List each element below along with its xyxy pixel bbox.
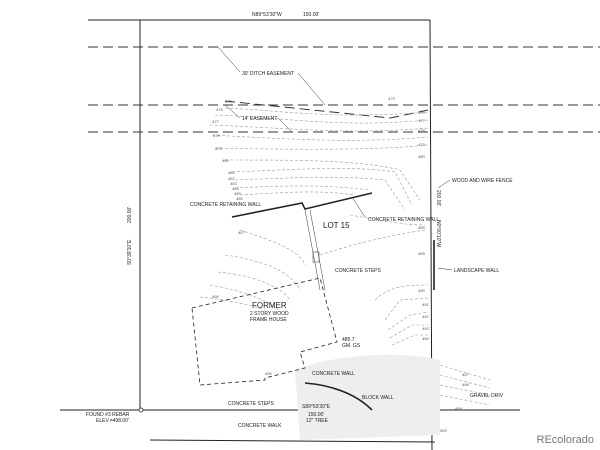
ditch-easement-label: 30' DITCH EASEMENT xyxy=(242,71,294,77)
contour-elevations-right: 475 476 477 478 479 480 xyxy=(388,96,425,159)
leader-line xyxy=(297,72,326,106)
elev-label: 497 xyxy=(462,372,469,377)
elev-label: 490 xyxy=(418,288,425,293)
rebar-marker xyxy=(138,407,144,413)
elev-label: 482 xyxy=(228,176,235,181)
left-distance: 200.00' xyxy=(127,207,133,223)
elev-label: 476 xyxy=(418,110,425,115)
found-rebar-label: FOUND #3 REBAR xyxy=(86,412,130,418)
elev-label: 495 xyxy=(212,294,219,299)
concrete-steps-lower-label: CONCRETE STEPS xyxy=(228,401,275,407)
concrete-steps-upper-label: CONCRETE STEPS xyxy=(335,268,382,274)
bottom-distance: 150.00' xyxy=(308,412,324,418)
wood-wire-fence-label: WOOD AND WIRE FENCE xyxy=(452,178,513,184)
tree-label: 12" TREE xyxy=(306,418,329,424)
lower-line xyxy=(149,439,436,443)
elev-label: 480 xyxy=(418,154,425,159)
elev-label: 484 xyxy=(232,186,239,191)
elev-label: 494 xyxy=(422,336,429,341)
easement-inner-line xyxy=(224,100,429,119)
leader-line xyxy=(217,46,241,73)
elev-label: 500 xyxy=(440,428,447,433)
lot-label: LOT 15 xyxy=(323,221,350,230)
easement-14-label: 14' EASEMENT xyxy=(242,116,277,122)
retaining-wall-label-right: CONCRETE RETAINING WALL xyxy=(368,217,439,223)
floor-elevation: 485.7 xyxy=(342,337,355,343)
block-wall-label: BLOCK WALL xyxy=(362,395,394,401)
contour-elevations-bottom: 496 497 498 499 500 xyxy=(265,371,469,433)
elev-label: 483 xyxy=(230,181,237,186)
leader-line xyxy=(224,104,241,119)
elev-label: 478 xyxy=(418,128,425,133)
paved-area xyxy=(295,354,440,440)
right-bearing: N0°00'10"W xyxy=(435,220,441,247)
leader-line xyxy=(277,117,293,133)
leader-line xyxy=(351,196,366,218)
landscape-wall-label: LANDSCAPE WALL xyxy=(454,268,499,274)
retaining-wall-label-left: CONCRETE RETAINING WALL xyxy=(190,202,261,208)
elev-label: 481 xyxy=(228,170,235,175)
leader-line xyxy=(437,179,451,189)
concrete-walk-label: CONCRETE WALK xyxy=(238,423,282,429)
elev-label: 485 xyxy=(234,191,241,196)
rebar-elevation: ELEV.=498.00' xyxy=(96,418,129,424)
recolorado-watermark: REcolorado xyxy=(536,434,594,446)
elev-label: 486 xyxy=(236,196,243,201)
leader-line xyxy=(437,267,453,271)
former-house-outline xyxy=(191,277,338,386)
walkway-line xyxy=(304,209,321,291)
concrete-wall-label: CONCRETE WALL xyxy=(312,371,355,377)
elev-label: 480 xyxy=(222,158,229,163)
contour-lines xyxy=(199,107,491,406)
concrete-retaining-wall xyxy=(231,192,373,218)
right-distance: 200.00' xyxy=(435,190,441,206)
contour-elevations-left: 475 476 477 478 479 480 481 482 483 484 … xyxy=(212,99,243,201)
contour-elevations-lot: 487 488 489 490 491 492 493 494 495 xyxy=(212,225,429,341)
elev-label: 489 xyxy=(418,251,425,256)
elev-label: 496 xyxy=(265,371,272,376)
walkway-line xyxy=(309,209,326,291)
elev-label: 499 xyxy=(455,406,462,411)
elev-label: 475 xyxy=(225,99,232,104)
elev-label: 492 xyxy=(422,314,429,319)
elev-label: 491 xyxy=(422,302,429,307)
west-bearing-group: S0°39'10"E 200.00' xyxy=(127,207,133,265)
elev-label: 498 xyxy=(462,382,469,387)
elev-label: 488 xyxy=(418,225,425,230)
top-distance: 150.00' xyxy=(303,12,319,18)
house-label-1: FORMER xyxy=(252,301,287,310)
elev-label: 479 xyxy=(215,146,222,151)
elev-label: 475 xyxy=(388,96,395,101)
elev-label: 478 xyxy=(213,133,220,138)
elev-label: 476 xyxy=(216,107,223,112)
floor-label: GM. GS xyxy=(342,343,361,349)
elev-label: 479 xyxy=(418,142,425,147)
top-bearing: N89°53'30"W xyxy=(252,12,282,18)
gravel-drive-label: GRAVEL DRIV xyxy=(470,393,504,399)
elev-label: 477 xyxy=(418,118,425,123)
block-wall xyxy=(304,382,373,411)
house-label-2: 2 STORY WOOD xyxy=(250,311,289,317)
concrete-steps-mark xyxy=(312,251,320,263)
east-bearing-group: 200.00' N0°00'10"W xyxy=(435,190,441,247)
elev-label: 493 xyxy=(422,326,429,331)
bottom-bearing: S89°53'30"E xyxy=(302,404,331,410)
house-label-3: FRAME HOUSE xyxy=(250,317,287,323)
elev-label: 477 xyxy=(212,119,219,124)
elev-label: 487 xyxy=(238,230,245,235)
left-bearing: S0°39'10"E xyxy=(127,239,133,265)
